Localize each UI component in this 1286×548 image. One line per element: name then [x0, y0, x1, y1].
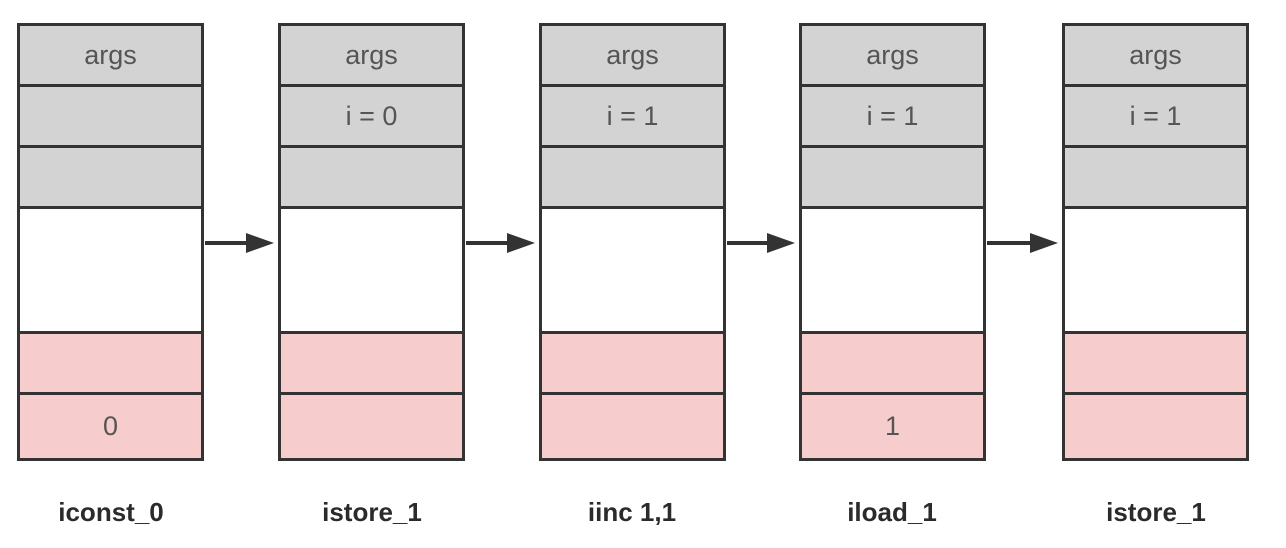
arrow-4-head [1030, 233, 1058, 253]
local-slot-2 [278, 145, 465, 209]
empty-slot [1062, 206, 1249, 334]
stack-frame-2: args i = 0 [278, 23, 465, 461]
arrow-3-head [767, 233, 795, 253]
stack-frame-1: args 0 [17, 23, 204, 461]
local-slot-1: i = 1 [799, 84, 986, 148]
local-slot-0: args [1062, 23, 1249, 87]
arrow-2-head [507, 233, 535, 253]
empty-slot [539, 206, 726, 334]
local-slot-0: args [278, 23, 465, 87]
operand-stack-slot-1: 0 [17, 392, 204, 461]
local-slot-2 [17, 145, 204, 209]
local-slot-0: args [799, 23, 986, 87]
instruction-label-4: iload_1 [847, 497, 937, 527]
local-slot-2 [1062, 145, 1249, 209]
instruction-label-3: iinc 1,1 [587, 497, 677, 527]
operand-stack-slot-1: 1 [799, 392, 986, 461]
instruction-label-1: iconst_0 [58, 497, 164, 527]
arrow-1-head [246, 233, 274, 253]
local-slot-1: i = 1 [539, 84, 726, 148]
stack-frame-3: args i = 1 [539, 23, 726, 461]
local-slot-0: args [539, 23, 726, 87]
stack-frame-5: args i = 1 [1062, 23, 1249, 461]
operand-stack-slot-0 [1062, 331, 1249, 395]
operand-stack-slot-0 [278, 331, 465, 395]
local-slot-1: i = 0 [278, 84, 465, 148]
operand-stack-slot-0 [799, 331, 986, 395]
empty-slot [799, 206, 986, 334]
operand-stack-slot-1 [539, 392, 726, 461]
operand-stack-slot-1 [1062, 392, 1249, 461]
stack-frame-4: args i = 1 1 [799, 23, 986, 461]
local-slot-1: i = 1 [1062, 84, 1249, 148]
local-slot-0: args [17, 23, 204, 87]
instruction-label-2: istore_1 [322, 497, 422, 527]
local-slot-2 [799, 145, 986, 209]
instruction-label-5: istore_1 [1106, 497, 1206, 527]
operand-stack-slot-1 [278, 392, 465, 461]
empty-slot [17, 206, 204, 334]
